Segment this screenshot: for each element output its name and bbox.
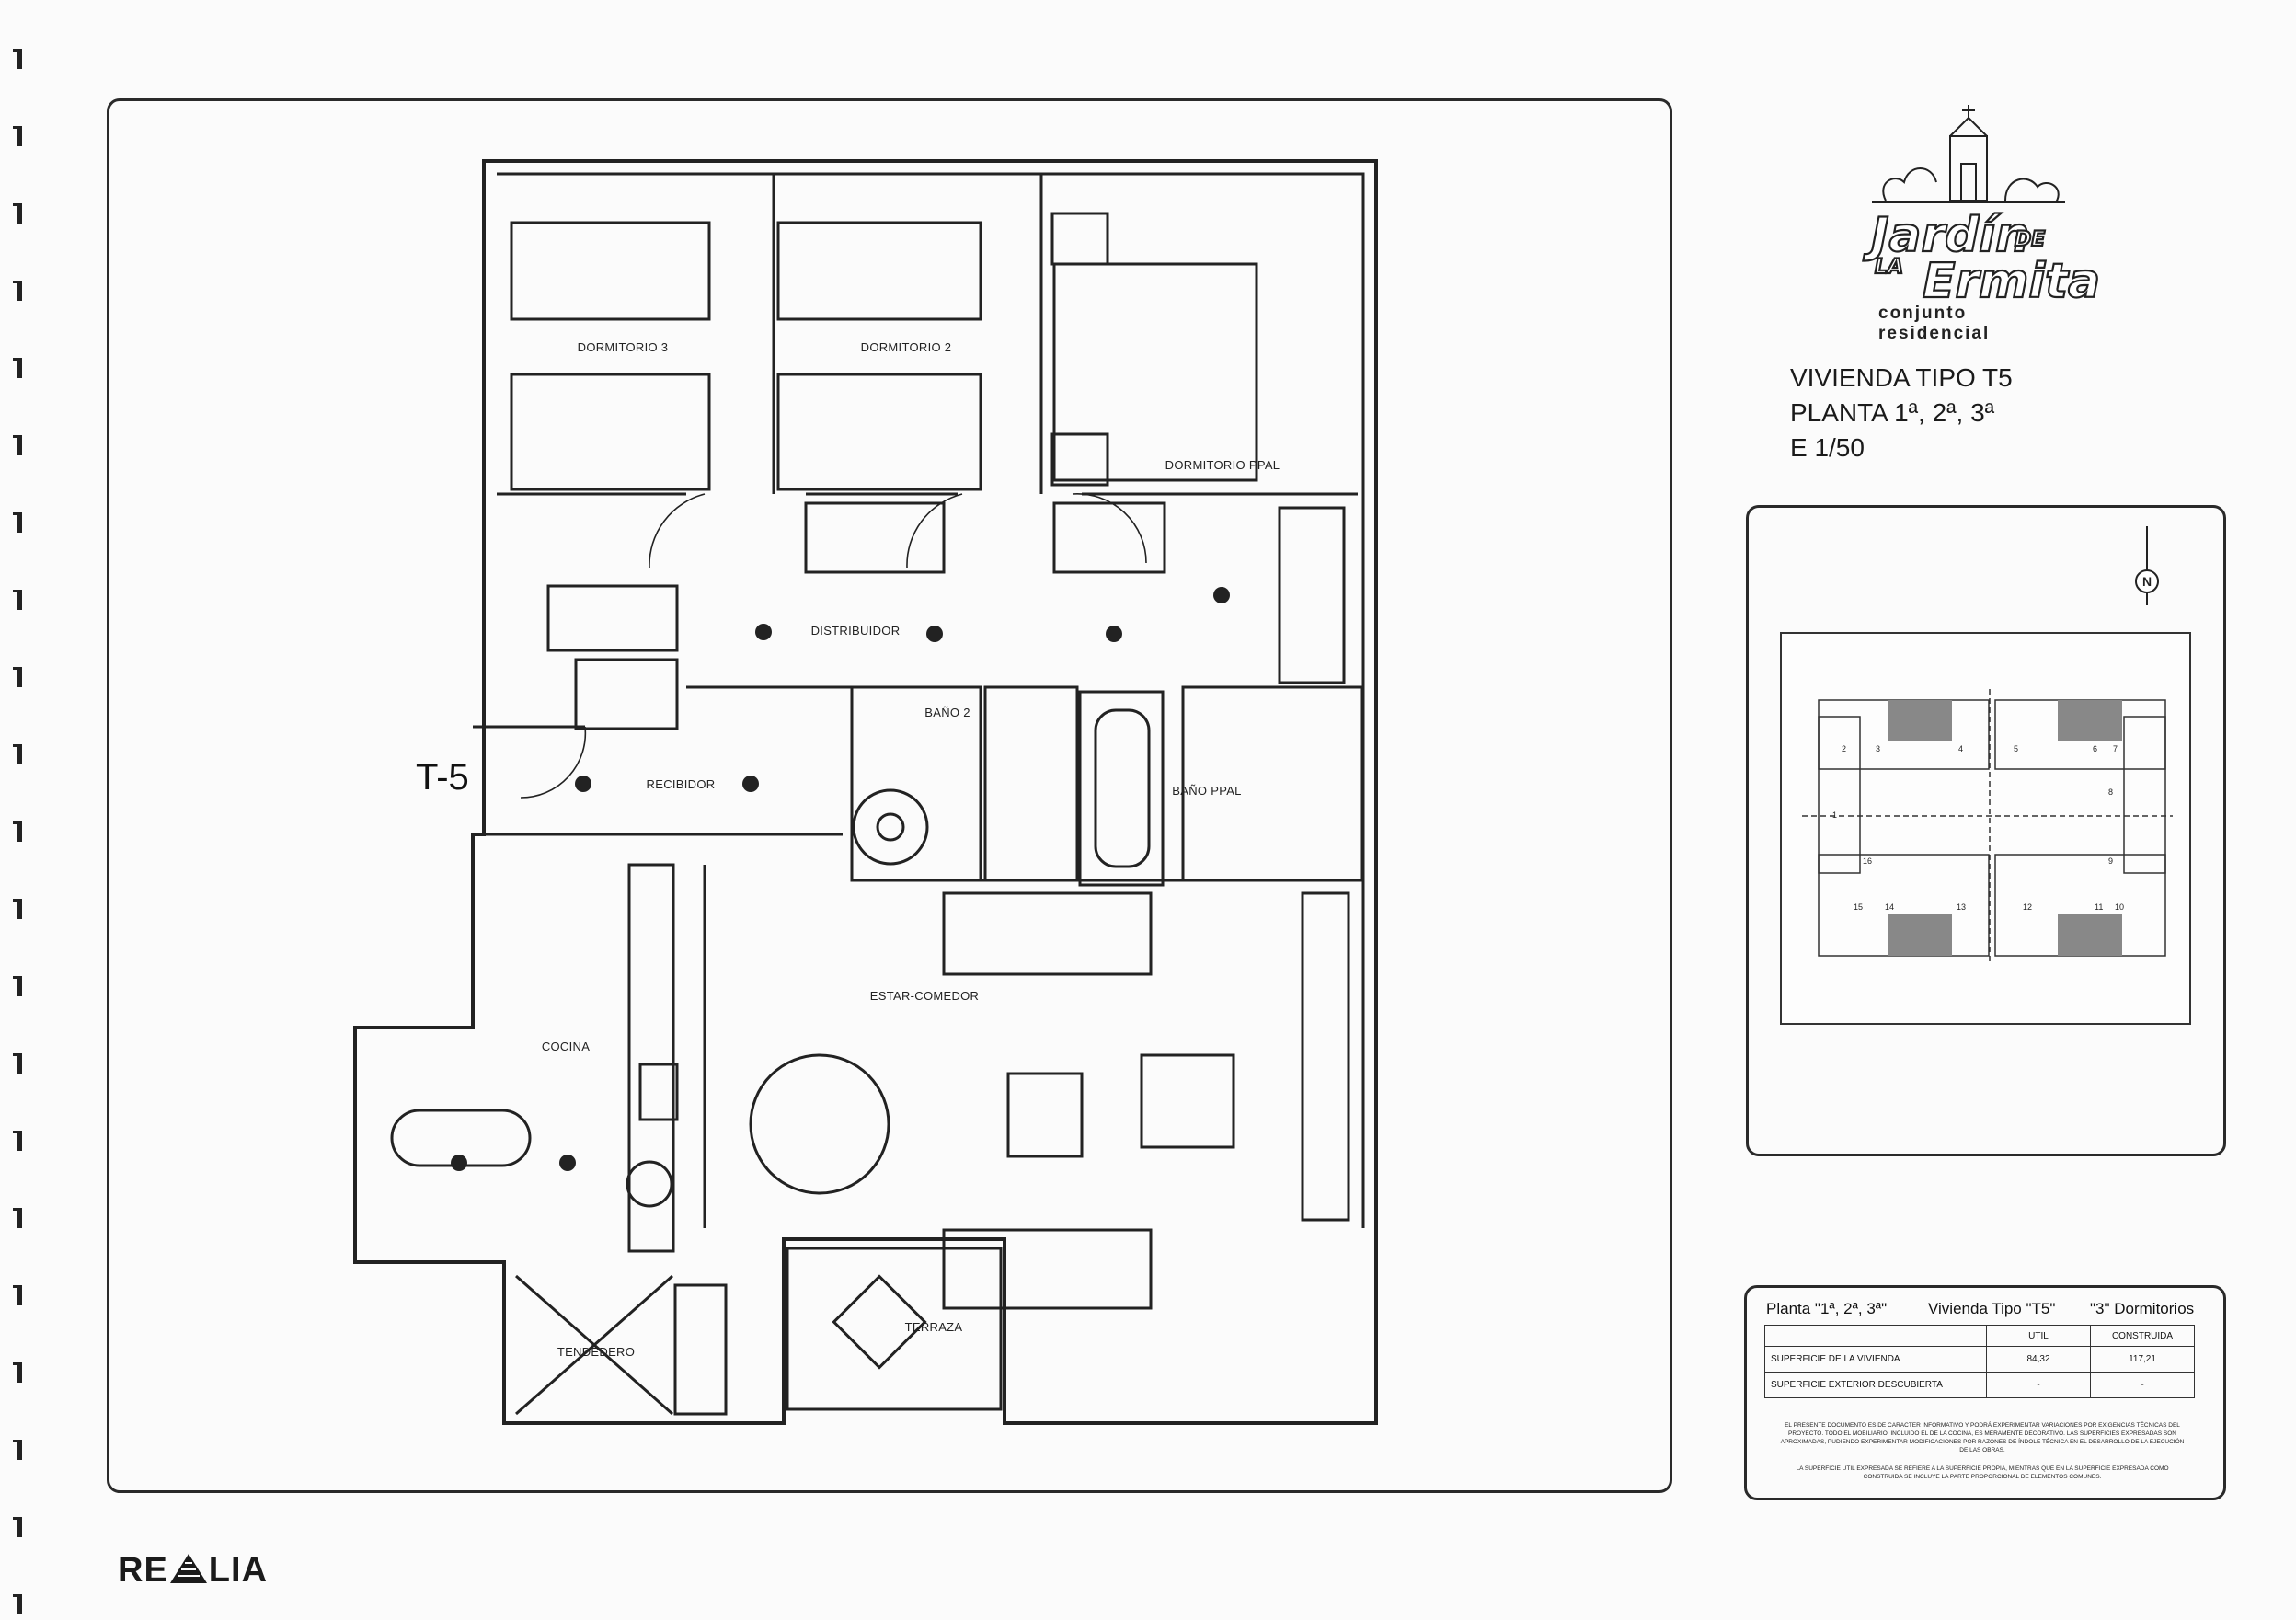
locator-unit-8: 8 [2108,787,2113,797]
row-label: SUPERFICIE EXTERIOR DESCUBIERTA [1764,1372,1987,1398]
binding-mark [13,804,28,842]
brand-subtitle: conjunto residencial [1878,304,1991,343]
binding-mark [13,881,28,919]
north-arrow-icon: N [2135,526,2159,605]
table-header-row: UTIL CONSTRUIDA [1764,1325,2195,1347]
hermitage-illustration [1872,105,2065,203]
binding-mark [13,959,28,996]
binding-mark [13,649,28,687]
north-label: N [2142,574,2152,589]
disclaimer-text: EL PRESENTE DOCUMENTO ES DE CARACTER INF… [1780,1422,2185,1453]
summary-planta: Planta "1ª, 2ª, 3ª" [1766,1300,1888,1317]
locator-unit-11: 11 [2095,902,2103,912]
binding-mark [13,340,28,378]
binding-mark [13,109,28,146]
locator-unit-9: 9 [2108,856,2113,866]
binding-mark [13,1422,28,1460]
room-label-bano-2: BAÑO 2 [924,706,970,719]
locator-unit-12: 12 [2023,902,2032,912]
locator-unit-7: 7 [2113,744,2118,753]
table-header-blank [1764,1325,1987,1347]
binding-mark [13,31,28,69]
locator-unit-13: 13 [1957,902,1966,912]
room-label-bano-ppal: BAÑO PPAL [1172,784,1242,798]
room-label-recibidor: RECIBIDOR [646,777,716,791]
locator-key-plan: 1 2 3 4 5 6 7 8 9 10 11 12 13 14 15 16 [1780,632,2191,1025]
realia-logo-left: RE [118,1551,168,1590]
dwelling-floors: PLANTA 1ª, 2ª, 3ª [1790,398,1995,427]
brand-word-de: DE [2014,227,2047,252]
row-util: 84,32 [1986,1346,2091,1373]
dwelling-type: VIVIENDA TIPO T5 [1790,363,2013,392]
disclaimer-footnote: LA SUPERFICIE ÚTIL EXPRESADA SE REFIERE … [1796,1465,2169,1480]
row-construida: - [2090,1372,2195,1398]
binding-mark [13,418,28,455]
locator-unit-1: 1 [1832,810,1837,820]
dwelling-info: VIVIENDA TIPO T5 PLANTA 1ª, 2ª, 3ª E 1/5… [1790,361,2013,465]
room-label-terraza: TERRAZA [904,1320,963,1334]
locator-unit-14: 14 [1885,902,1894,912]
locator-unit-15: 15 [1854,902,1863,912]
room-label-distribuidor: DISTRIBUIDOR [810,624,901,638]
room-label-dormitorio-ppal: DORMITORIO PPAL [1165,458,1280,472]
room-label-dormitorio-3: DORMITORIO 3 [577,340,669,354]
dwelling-scale: E 1/50 [1790,433,1865,462]
locator-unit-16: 16 [1863,856,1872,866]
summary-tipo: Vivienda Tipo "T5" [1928,1300,2056,1317]
binding-mark [13,1345,28,1383]
locator-unit-4: 4 [1958,744,1963,753]
room-label-tendedero: TENDEDERO [557,1345,636,1359]
binding-mark [13,1499,28,1537]
locator-unit-10: 10 [2115,902,2124,912]
room-label-estar-comedor: ESTAR-COMEDOR [869,989,980,1003]
unit-tag: T-5 [416,757,469,798]
room-label-dormitorio-2: DORMITORIO 2 [860,340,952,354]
binding-mark [13,263,28,301]
locator-unit-3: 3 [1876,744,1880,753]
binding-mark [13,1113,28,1151]
binding-mark [13,495,28,533]
row-label: SUPERFICIE DE LA VIVIENDA [1764,1346,1987,1373]
binding-mark [13,727,28,764]
column-util: UTIL [1986,1325,2091,1347]
row-construida: 117,21 [2090,1346,2195,1373]
brand-word-la: LA [1874,255,1904,280]
binding-mark [13,1036,28,1074]
table-row: SUPERFICIE EXTERIOR DESCUBIERTA - - [1764,1372,2195,1398]
locator-unit-2: 2 [1842,744,1846,753]
binding-mark [13,1268,28,1305]
table-row: SUPERFICIE DE LA VIVIENDA 84,32 117,21 [1764,1346,2195,1373]
realia-logo: RE LIA [118,1551,268,1591]
plan-frame [107,98,1672,1493]
locator-unit-6: 6 [2093,744,2097,753]
binding-mark [13,186,28,224]
binding-mark [13,1577,28,1614]
brand-logo: Jardín DE LA Ermita conjunto residencial [1867,99,2101,343]
room-label-cocina: COCINA [541,1040,591,1053]
locator-frame [1746,505,2226,1156]
locator-unit-5: 5 [2014,744,2018,753]
surface-summary-frame [1744,1285,2226,1500]
realia-logo-right: LIA [208,1551,269,1590]
column-construida: CONSTRUIDA [2090,1325,2195,1347]
brand-word-jardin: Jardín [1870,207,2030,264]
floor-plan-drawing [353,159,1378,1425]
binding-mark [13,1190,28,1228]
summary-dormitorios: "3" Dormitorios [2090,1300,2195,1317]
binding-mark [13,572,28,610]
brand-word-ermita: Ermita [1922,253,2101,310]
surface-table: UTIL CONSTRUIDA SUPERFICIE DE LA VIVIEND… [1764,1325,2195,1398]
row-util: - [1986,1372,2091,1398]
locator-drawing: 1 2 3 4 5 6 7 8 9 10 11 12 13 14 15 16 [1802,689,2173,965]
realia-a-mark-icon [169,1554,207,1583]
